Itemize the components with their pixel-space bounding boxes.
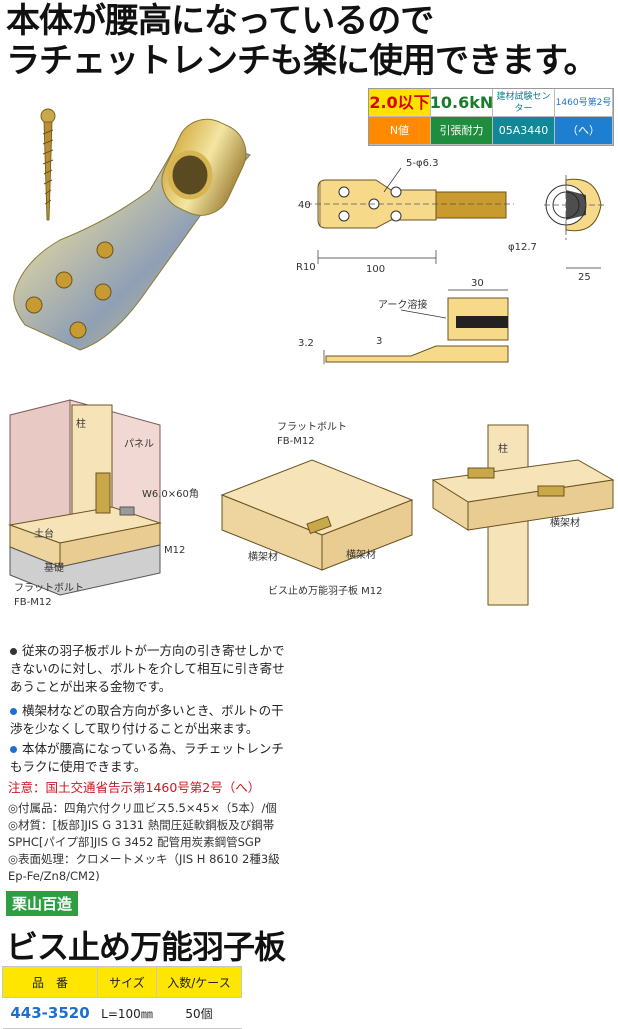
scene-pillar-beams: 柱 横架材 bbox=[431, 424, 615, 606]
s2-caption: ビス止め万能羽子板 M12 bbox=[268, 584, 383, 597]
note-surface: ◎表面処理：クロメートメッキ（JIS H 8610 2種3級 Ep-Fe/Zn8… bbox=[8, 852, 280, 883]
spec-n-label: N値 bbox=[369, 117, 431, 145]
spec-notice-code: （へ） bbox=[555, 117, 613, 145]
dim-thick1: 3.2 bbox=[298, 338, 314, 349]
weld-view bbox=[323, 289, 509, 364]
product-photo bbox=[13, 108, 251, 351]
s2-flat-bolt-code: FB-M12 bbox=[277, 436, 315, 447]
bullet-dot-icon bbox=[10, 746, 17, 753]
s1-panel: パネル bbox=[124, 438, 154, 450]
product-table: 品 番 サイズ 入数/ケース 443-3520 L=100㎜ 50個 bbox=[2, 966, 242, 1029]
side-view-pipe bbox=[544, 175, 606, 269]
brand-badge: 栗山百造 bbox=[6, 891, 79, 916]
spec-tension: 10.6kN bbox=[430, 89, 493, 117]
s1-m12: M12 bbox=[164, 545, 185, 556]
note-material: ◎材質：[板部]JIS G 3131 熱間圧延軟鋼板及び鋼帯SPHC[パイプ部]… bbox=[8, 818, 275, 849]
s2-beam-left: 横架材 bbox=[248, 550, 278, 563]
s1-foundation: 基礎 bbox=[44, 561, 64, 574]
dim-pipe-len: 25 bbox=[578, 272, 591, 283]
dim-height: 40 bbox=[298, 200, 311, 211]
s2-beam-right: 横架材 bbox=[346, 548, 376, 561]
headline-line1: 本体が腰高になっているので bbox=[6, 1, 434, 41]
s1-washer: W6.0×60角 bbox=[142, 488, 199, 500]
bullet-item: 従来の羽子板ボルトが一方向の引き寄せしかできないのに対し、ボルトを介して相互に引… bbox=[10, 643, 285, 694]
scene-corner-panel: 柱 パネル W6.0×60角 土台 M12 基礎 フラットボルト FB-M12 bbox=[8, 399, 199, 608]
s3-pillar: 柱 bbox=[498, 442, 508, 455]
spec-notice: 1460号第2号 bbox=[555, 89, 613, 117]
dim-radius: R10 bbox=[296, 262, 316, 273]
dim-thick2: 3 bbox=[376, 336, 382, 347]
dim-pipe-dia: φ12.7 bbox=[508, 242, 537, 253]
s1-pillar: 柱 bbox=[76, 417, 86, 430]
label-weld: アーク溶接 bbox=[378, 298, 427, 311]
scene-beam-cross: フラットボルト FB-M12 横架材 横架材 ビス止め万能羽子板 M12 bbox=[220, 421, 414, 597]
caution-text: 注意：国土交通省告示第1460号第2号（へ） bbox=[8, 780, 261, 795]
s1-sill: 土台 bbox=[34, 527, 54, 540]
th-qty: 入数/ケース bbox=[156, 966, 242, 998]
top-view bbox=[306, 167, 514, 264]
s2-flat-bolt: フラットボルト bbox=[277, 421, 347, 433]
spec-center: 建材試験センター bbox=[493, 89, 555, 117]
screw-icon bbox=[40, 108, 56, 221]
bullet-item: 横架材などの取合方向が多いとき、ボルトの干渉を少なくして取り付けることが出来ます… bbox=[10, 703, 284, 736]
spec-table: 2.0以下 10.6kN 建材試験センター 1460号第2号 N値 引張耐力 0… bbox=[368, 88, 614, 146]
s3-beam: 横架材 bbox=[550, 516, 580, 529]
bullet-dot-icon bbox=[10, 708, 17, 715]
headline-line2: ラチェットレンチも楽に使用できます。 bbox=[6, 41, 598, 81]
note-accessory: ◎付属品：四角穴付クリ皿ビス5.5×45×（5本）/個 bbox=[8, 801, 277, 815]
bullet-item: 本体が腰高になっている為、ラチェットレンチもラクに使用できます。 bbox=[10, 741, 284, 774]
s1-flat-bolt: フラットボルト bbox=[14, 582, 84, 594]
product-title: ビス止め万能羽子板 bbox=[6, 928, 286, 966]
th-size: サイズ bbox=[97, 966, 157, 998]
dim-length: 100 bbox=[366, 264, 385, 275]
spec-center-code: 05A3440 bbox=[493, 117, 555, 145]
th-code: 品 番 bbox=[2, 966, 98, 998]
dim-holes: 5-φ6.3 bbox=[406, 158, 438, 169]
notes: ◎付属品：四角穴付クリ皿ビス5.5×45×（5本）/個 ◎材質：[板部]JIS … bbox=[8, 800, 298, 885]
spec-n-value: 2.0以下 bbox=[369, 89, 431, 117]
s1-flat-bolt-code: FB-M12 bbox=[14, 597, 52, 608]
dim-weld-len: 30 bbox=[471, 278, 484, 289]
spec-tension-label: 引張耐力 bbox=[431, 117, 493, 145]
technical-drawing: 5-φ6.3 40 R10 100 φ12.7 25 30 アーク溶接 3.2 … bbox=[296, 158, 606, 364]
bullet-dot-icon bbox=[10, 648, 17, 655]
